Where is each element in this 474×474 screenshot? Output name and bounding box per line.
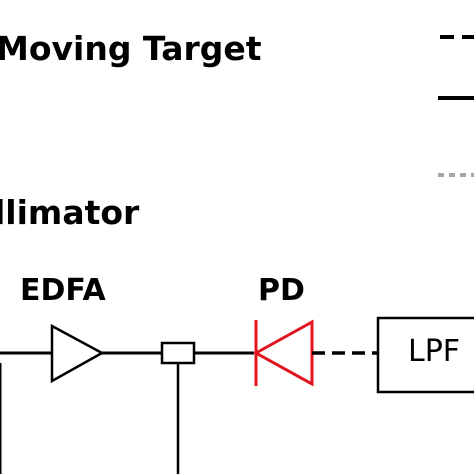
pd-label: PD: [258, 273, 305, 308]
photodiode-symbol: [252, 319, 314, 387]
coupler-box: [160, 341, 196, 365]
edfa-amplifier-symbol: [50, 323, 105, 384]
lpf-label: LPF: [408, 334, 461, 369]
lpf-box: [376, 316, 474, 394]
edfa-label: EDFA: [20, 273, 106, 308]
moving-target-label: Moving Target: [0, 29, 262, 68]
collimator-label: llimator: [0, 193, 140, 232]
